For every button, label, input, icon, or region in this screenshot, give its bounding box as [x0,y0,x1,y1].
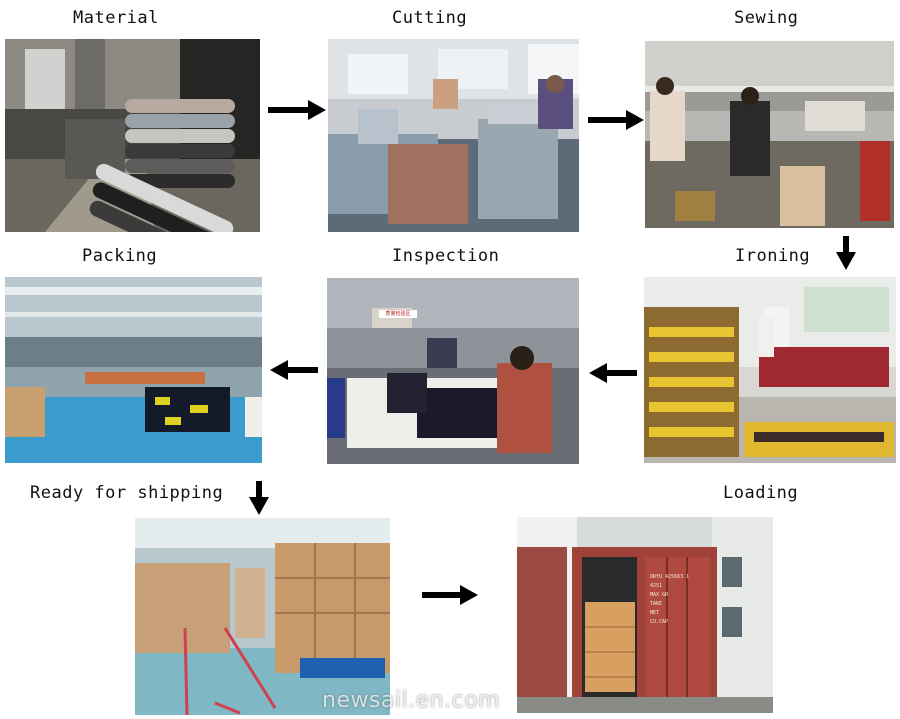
arrow-left-icon [270,360,318,380]
step-label-cutting: Cutting [392,8,468,28]
cutting-photo [328,39,579,232]
inspection-sign: 质量检验区 [379,310,417,318]
container-code-line: 4251 [650,583,663,589]
arrow-down-icon [836,236,856,270]
container-codes: DRYU 425663 1 4251 MAX GR TARE NET CU.CA… [650,573,689,627]
step-label-loading: Loading [723,483,799,503]
ironing-photo [644,277,896,463]
container-code-line: DRYU 425663 1 [650,574,690,580]
inspection-photo: 质量检验区 [327,278,579,464]
arrow-right-icon [588,110,644,130]
step-label-inspection: Inspection [392,246,500,266]
arrow-right-icon [268,100,326,120]
step-label-packing: Packing [82,246,158,266]
container-code-line: NET [650,610,660,616]
packing-photo [5,277,262,463]
material-photo [5,39,260,232]
watermark: newsail.en.com [322,688,501,713]
arrow-down-icon [249,481,269,515]
step-label-sewing: Sewing [734,8,799,28]
ready-for-shipping-photo [135,518,390,715]
arrow-right-icon [422,585,478,605]
container-code-line: TARE [650,601,663,607]
arrow-left-icon [589,363,637,383]
step-label-material: Material [73,8,159,28]
step-label-ready-for-shipping: Ready for shipping [30,483,224,503]
step-label-ironing: Ironing [735,246,811,266]
sewing-photo [645,41,894,228]
container-code-line: MAX GR [650,592,669,598]
container-code-line: CU.CAP [650,619,669,625]
loading-photo: DRYU 425663 1 4251 MAX GR TARE NET CU.CA… [517,517,773,713]
